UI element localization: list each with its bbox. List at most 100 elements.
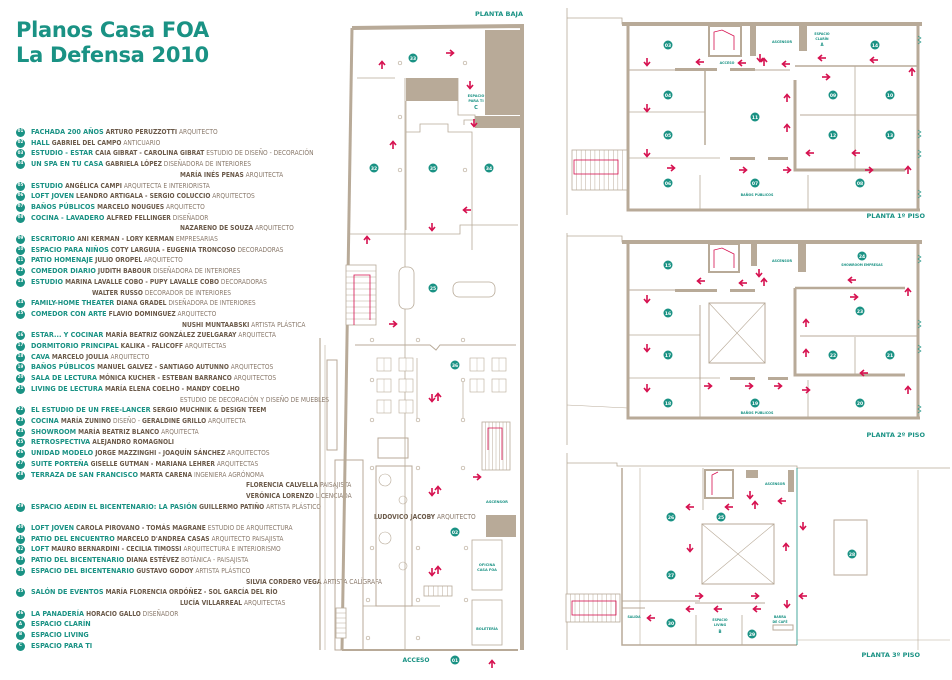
legend-line: ESPACIO PARA TI [31,641,92,652]
wall [355,344,516,351]
room-number-badge: 35 [16,588,25,598]
wall-block [377,437,409,459]
arrow-head [434,565,442,571]
designer-role: DISEÑADORA DE INTERIORES [166,299,256,308]
room-badge [885,90,895,100]
wall [567,462,950,469]
legend-line: ESTAR... Y COCINAR MARÍA BEATRIZ GONZÁLE… [31,330,276,341]
designer-role: DISEÑADORA DE INTERIORES [151,267,241,276]
solid-wall [768,377,788,380]
room-number-badge: 09 [16,235,25,245]
stair-path [713,247,735,268]
direction-arrow-down-icon [799,522,807,531]
designer-role: DISEÑADORA DE INTERIORES [161,160,252,169]
legend-line: SALA DE LECTURA MÓNICA KUCHER - ESTEBAN … [31,373,276,384]
window [917,254,922,264]
arrow-head [428,397,436,403]
room-badge [450,527,460,537]
room-name: ESPACIO LIVING [31,630,89,640]
designer-role: PAISAJISTA [318,481,352,490]
designer-role: ARQUITECTO [164,202,205,211]
designer-role: ESTUDIO DE DECORACIÓN Y DISEÑO DE MUEBLE… [180,395,329,404]
legend-line: ESTUDIO DE DECORACIÓN Y DISEÑO DE MUEBLE… [31,395,329,406]
column [415,635,421,641]
wall-block [334,459,364,651]
designer-name: MANUEL GALVEZ - SANTIAGO AUTUNNO [95,363,229,372]
column [365,635,371,641]
diag [708,302,766,364]
room-badge [855,306,865,316]
designer-role: DISEÑADOR [170,213,209,222]
direction-arrow-down-icon [686,544,694,553]
wall-block [833,519,868,576]
designer-name: MAURO BERNARDINI - CECILIA TIMOSSI [49,545,182,554]
solid-wall [730,157,755,160]
room-name: LOFT JOVEN [31,191,74,201]
arrow-head [686,547,694,553]
solid-wall [675,289,717,292]
room-number-badge: 10 [16,245,25,255]
wall [566,404,629,409]
legend-line: FACHADA 200 AÑOS ARTURO PERUZZOTTI ARQUI… [31,127,218,138]
room-name: EL ESTUDIO DE UN FREE-LANCER [31,405,151,415]
room-number-badge: 08 [16,213,25,223]
arrow-head [428,571,436,577]
room-badge [663,90,673,100]
designer-name: ALEJANDRO ROMAGNOLI [90,438,175,447]
solid-wall [730,377,755,380]
fixture [398,561,408,571]
designer-role: ARQUITECTA [206,416,246,425]
room-badge-number: 09 [830,93,836,99]
room-number-badge: 13 [16,277,25,287]
arrow-head [777,497,783,505]
room-number-badge: 15 [16,309,25,319]
room-badge [828,350,838,360]
room-badge [663,398,673,408]
direction-arrow-right-icon [751,592,760,600]
room-name: CAVA [31,351,50,361]
designer-name: VERÓNICA LORENZO [246,491,314,500]
room-number-badge: 28 [16,470,25,480]
room-number-badge: 18 [16,352,25,362]
direction-arrow-down-icon [783,600,791,609]
column [463,597,469,603]
room-badge-number: 07 [752,181,758,187]
room-name: RETROSPECTIVA [31,437,91,447]
arrow-head [904,385,912,391]
arrow-head [847,276,853,284]
designer-role: EMPRESARIAS [174,235,218,244]
direction-arrow-right-icon [473,473,482,481]
direction-arrow-left-icon [847,276,856,284]
room-badge [885,130,895,140]
arrow-head [904,287,912,293]
page-title: Planos Casa FOA La Defensa 2010 [16,18,209,68]
room-badge-number: 11 [752,115,758,121]
room-number-badge: B [16,631,25,641]
arrow-head [434,485,442,491]
legend-line: DORMITORIO PRINCIPAL KALIKA - FALICOFF A… [31,341,226,352]
designer-name: ANI KERMAN - LORY KERMAN [75,235,174,244]
room-badge-number: 23 [857,309,863,315]
column [369,465,375,471]
designer-role: LICENCIADA [313,491,352,500]
designer-name: DIANA ESTÉVEZ [124,556,180,565]
legend-line: VERÓNICA LORENZO LICENCIADA [31,491,352,502]
direction-arrow-up-icon [802,318,810,327]
arrow-head [904,165,912,171]
designer-name: JORGE MAZZINGHI - JOAQUÍN SÁNCHEZ [93,449,226,458]
room-name: ESTUDIO [31,180,64,190]
designer-role: ARQUITECTA [236,331,276,340]
room-number-badge: 16 [16,331,25,341]
room-badge [450,360,460,370]
restaurant-tables [376,357,507,414]
arrow-head [696,277,702,285]
legend-item: B ESPACIO LIVING [16,630,316,641]
legend-line: PATIO DEL ENCUENTRO MARCELO D'ANDREA CAS… [31,534,283,545]
arrow-head [643,387,651,393]
